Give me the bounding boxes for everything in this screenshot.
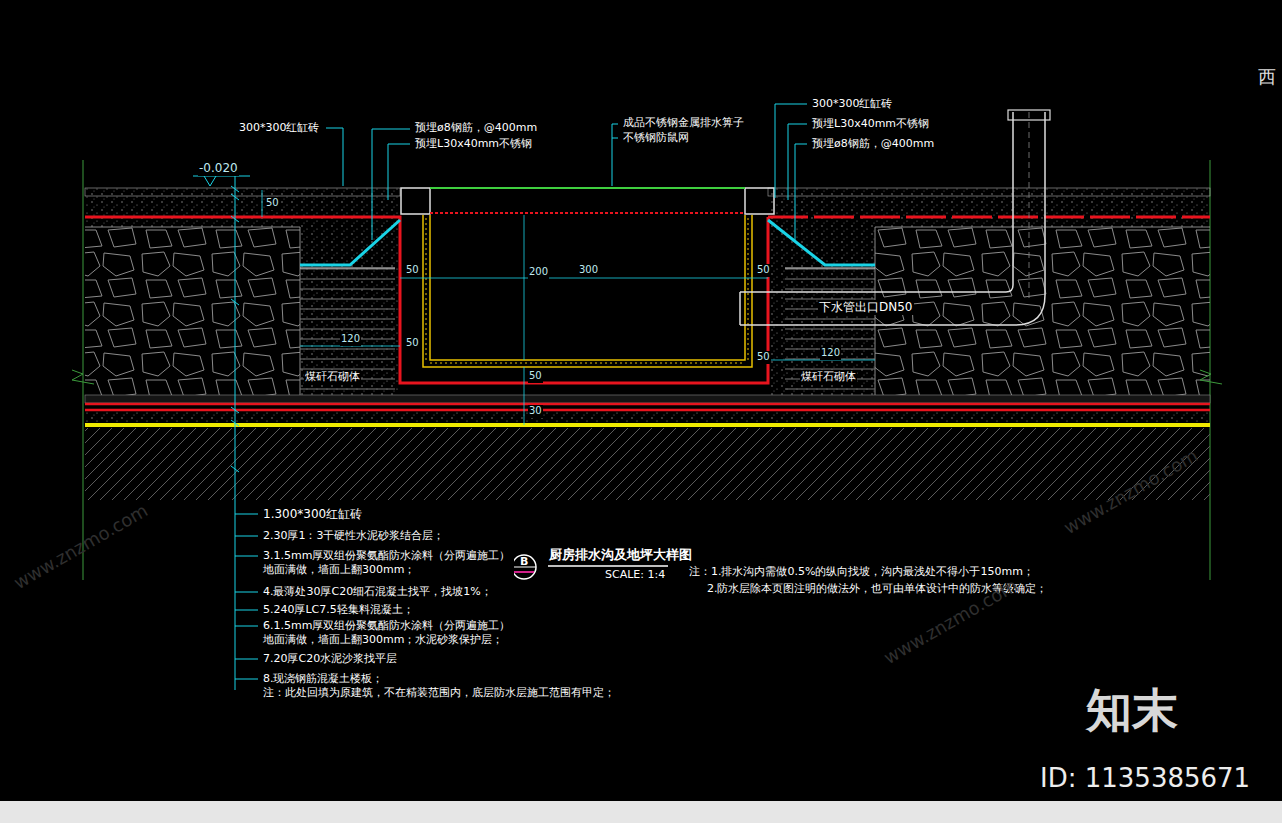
material-label: 煤矸石砌体 bbox=[304, 370, 361, 384]
watermark: www.znzmo.com bbox=[10, 500, 152, 595]
layer-note: 8.现浇钢筋混凝土楼板； bbox=[262, 672, 385, 686]
callout-text: 预埋ø8钢筋，@400mm bbox=[414, 121, 538, 135]
dimension-text: 30 bbox=[528, 405, 543, 418]
section-mark: B bbox=[519, 555, 529, 569]
layer-note: 4.最薄处30厚C20细石混凝土找平，找坡1%； bbox=[262, 585, 493, 599]
dimension-text: 120 bbox=[340, 333, 361, 346]
layer-note: 7.20厚C20水泥沙浆找平层 bbox=[262, 652, 398, 666]
watermark-logo: 知末 bbox=[1086, 682, 1178, 740]
dimension-text: 50 bbox=[756, 351, 771, 364]
layer-note: 2.30厚1：3干硬性水泥砂浆结合层； bbox=[262, 529, 446, 543]
layer-note: 6.1.5mm厚双组份聚氨酯防水涂料（分两遍施工） 地面满做，墙面上翻300mm… bbox=[262, 619, 524, 647]
scale-text: SCALE: 1:4 bbox=[604, 568, 666, 582]
callout-text: 预埋L30x40mm不锈钢 bbox=[811, 117, 930, 131]
callout-text: 预埋L30x40mm不锈钢 bbox=[414, 137, 533, 151]
material-label: 煤矸石砌体 bbox=[800, 370, 857, 384]
dimension-text: 50 bbox=[405, 264, 420, 277]
callout-text: 300*300红缸砖 bbox=[811, 97, 894, 111]
drawing-title: 厨房排水沟及地坪大样图 bbox=[548, 547, 693, 563]
callout-text: 不锈钢防鼠网 bbox=[622, 131, 690, 145]
dimension-text: 50 bbox=[405, 337, 420, 350]
dimension-text: 50 bbox=[528, 370, 543, 383]
layer-note: 注：此处回填为原建筑，不在精装范围内，底层防水层施工范围有甲定； bbox=[262, 686, 616, 700]
dimension-text: 300 bbox=[578, 264, 599, 277]
layer-note: 1.300*300红缸砖 bbox=[262, 507, 363, 522]
dimension-text: 200 bbox=[528, 266, 549, 279]
dimension-text: 50 bbox=[265, 197, 280, 210]
layer-note: 5.240厚LC7.5轻集料混凝土； bbox=[262, 603, 415, 617]
callout-text: 预埋ø8钢筋，@400mm bbox=[811, 137, 935, 151]
elevation-text: -0.020 bbox=[198, 161, 239, 176]
watermark-id: ID: 1135385671 bbox=[1040, 762, 1250, 795]
dimension-text: 50 bbox=[756, 264, 771, 277]
dimension-text: 120 bbox=[820, 347, 841, 360]
callout-text: 300*300红缸砖 bbox=[238, 121, 321, 135]
pipe-label: 下水管出口DN50 bbox=[818, 300, 914, 315]
general-note: 注：1.排水沟内需做0.5%的纵向找坡，沟内最浅处不得小于150mm； bbox=[688, 565, 1035, 579]
callout-text: 成品不锈钢金属排水箅子 bbox=[622, 116, 745, 130]
layer-note: 3.1.5mm厚双组份聚氨酯防水涂料（分两遍施工） 地面满做，墙面上翻300mm… bbox=[262, 549, 514, 577]
corner-text: 西 bbox=[1258, 66, 1276, 89]
